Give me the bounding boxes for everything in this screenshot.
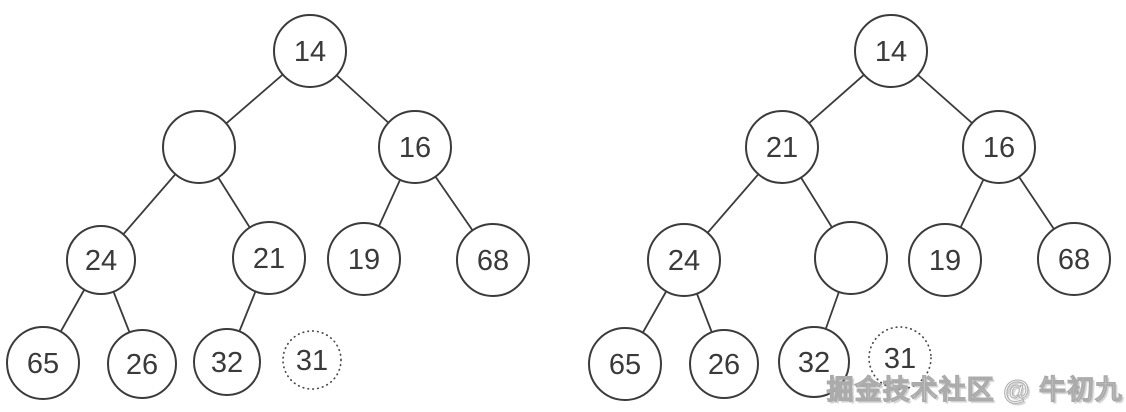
right-tree-node-label-31: 31 <box>884 343 916 375</box>
right-tree: 14 21 16 24 19 68 65 26 32 31 <box>588 14 1111 401</box>
right-tree-node-65 <box>588 327 662 401</box>
right-tree-node-19 <box>908 223 982 297</box>
right-tree-node-16 <box>962 110 1036 184</box>
left-tree-node-label-68: 68 <box>477 245 509 277</box>
right-tree-node-32 <box>778 326 850 398</box>
left-tree-node-label-24: 24 <box>85 245 117 277</box>
left-tree-node-label-16: 16 <box>399 132 431 164</box>
left-tree-node-68 <box>456 223 530 297</box>
watermark-text: 掘金技术社区 @ 牛初九 <box>826 375 1123 406</box>
left-tree-node-label-32: 32 <box>211 347 243 379</box>
left-tree-node-empty <box>162 110 236 184</box>
left-tree-node-label-65: 65 <box>27 348 59 380</box>
left-tree-node-label-14: 14 <box>294 36 326 68</box>
left-tree: 14 16 24 21 19 68 65 26 32 31 <box>6 14 530 400</box>
left-tree-node-14 <box>273 14 347 88</box>
left-tree-node-label-31: 31 <box>296 345 328 377</box>
left-tree-node-label-21: 21 <box>253 243 285 275</box>
left-tree-node-65 <box>6 326 80 400</box>
right-tree-node-31-dotted <box>868 326 932 390</box>
right-tree-node-label-16: 16 <box>983 132 1015 164</box>
left-tree-node-24 <box>66 225 136 295</box>
left-tree-node-21 <box>232 221 306 295</box>
left-tree-node-label-19: 19 <box>348 244 380 276</box>
right-tree-node-68 <box>1037 222 1111 296</box>
right-tree-node-label-14: 14 <box>875 36 907 68</box>
right-tree-node-empty <box>814 221 888 295</box>
right-tree-node-label-24: 24 <box>668 245 700 277</box>
right-tree-node-label-26: 26 <box>708 349 740 381</box>
left-tree-node-label-26: 26 <box>126 349 158 381</box>
left-tree-node-26 <box>107 329 177 399</box>
right-tree-node-label-32: 32 <box>798 347 830 379</box>
right-tree-node-label-65: 65 <box>609 349 641 381</box>
right-tree-node-21 <box>745 110 819 184</box>
right-tree-node-label-19: 19 <box>929 245 961 277</box>
left-tree-node-32 <box>193 328 261 396</box>
right-tree-node-14 <box>854 14 928 88</box>
right-tree-node-26 <box>689 329 759 399</box>
right-tree-node-label-21: 21 <box>766 132 798 164</box>
left-tree-node-16 <box>378 110 452 184</box>
right-tree-node-24 <box>647 223 721 297</box>
left-tree-node-31-dotted <box>282 330 342 390</box>
left-tree-node-19 <box>327 222 401 296</box>
right-tree-node-label-68: 68 <box>1058 244 1090 276</box>
